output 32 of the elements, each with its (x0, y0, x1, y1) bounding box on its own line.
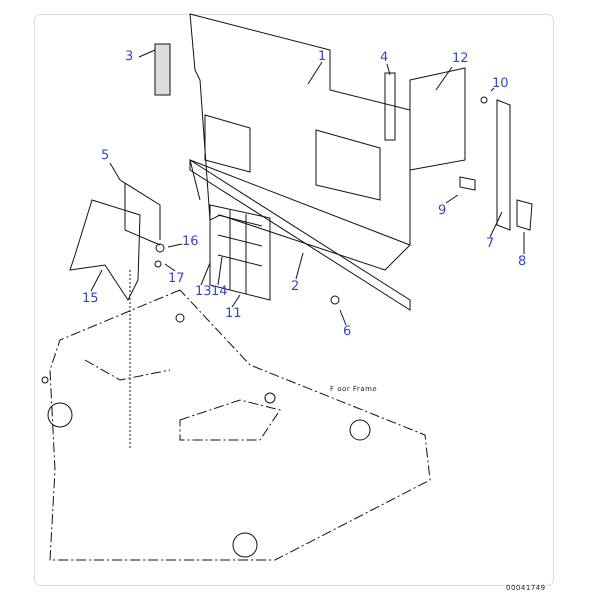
callout-number: 14 (211, 285, 228, 299)
leader-line (168, 244, 182, 248)
leader-line (436, 66, 452, 90)
callout-number: 11 (225, 307, 242, 321)
callout-number: 4 (380, 51, 388, 65)
leader-line (164, 264, 176, 272)
leader-line (340, 310, 346, 326)
callout-number: 9 (438, 204, 446, 218)
callout-number: 15 (82, 292, 99, 306)
callout-number: 13 (195, 285, 212, 299)
leader-line (490, 212, 502, 238)
leader-line (218, 256, 222, 286)
leader-line (232, 294, 240, 308)
callout-number: 7 (486, 237, 494, 251)
callout-number: 6 (343, 325, 352, 339)
leader-line (90, 270, 102, 292)
callout-number: 16 (182, 235, 199, 249)
leader-line (386, 64, 390, 76)
callout-number: 5 (101, 149, 110, 163)
leader-line (200, 262, 210, 286)
leader-line (110, 162, 120, 180)
callout-number: 10 (492, 77, 509, 91)
leader-line (138, 50, 156, 58)
leader-line (490, 88, 494, 92)
callout-number: 3 (125, 50, 134, 64)
leader-line (446, 194, 458, 204)
callout-number: 8 (518, 255, 526, 269)
leader-line (296, 252, 304, 280)
callout-number: 17 (168, 272, 185, 286)
callout-number: 2 (291, 280, 300, 294)
callout-number: 1 (318, 50, 326, 64)
callout-number: 12 (452, 52, 469, 66)
